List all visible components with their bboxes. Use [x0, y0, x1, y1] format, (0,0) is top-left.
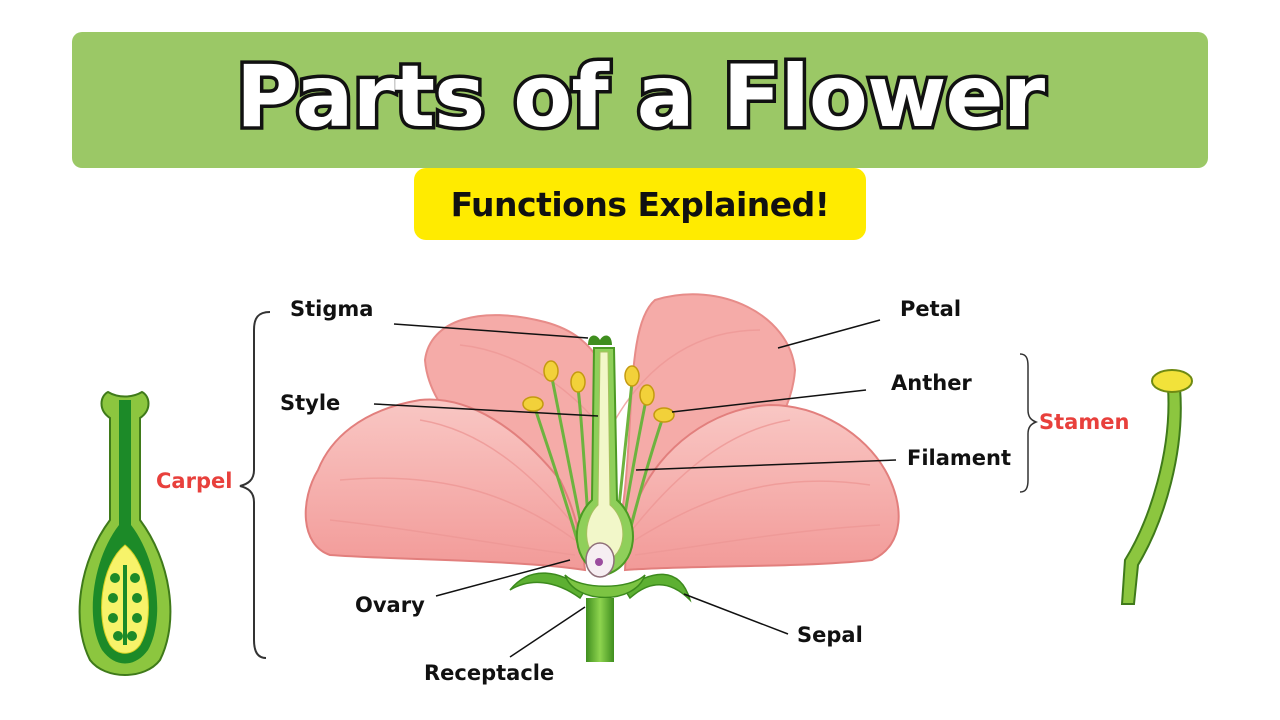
receptacle-leader — [509, 606, 586, 658]
petal-leader — [777, 319, 881, 349]
anthers — [522, 360, 675, 423]
style-leader — [373, 403, 599, 417]
filament-leader — [635, 459, 897, 471]
stamen-filament — [1120, 387, 1182, 605]
stamen-illustration — [1120, 369, 1193, 605]
carpel-illustration — [78, 390, 172, 676]
label-filament: Filament — [907, 446, 1011, 470]
label-receptacle: Receptacle — [424, 661, 554, 685]
group-label-carpel: Carpel — [156, 469, 232, 493]
label-ovary: Ovary — [355, 593, 425, 617]
anther — [522, 396, 544, 412]
ovule-nucleus — [595, 558, 603, 566]
label-sepal: Sepal — [797, 623, 863, 647]
anther — [570, 371, 586, 393]
receptacle — [564, 574, 646, 599]
leader-lines — [373, 319, 897, 658]
sepal-leader — [683, 593, 789, 635]
stamen-bracket — [1019, 353, 1039, 493]
ovary-leader — [435, 559, 571, 597]
filament — [533, 407, 582, 551]
pistil — [575, 335, 634, 578]
anther — [653, 407, 675, 423]
stamen-anther — [1151, 369, 1193, 393]
group-label-stamen: Stamen — [1039, 410, 1129, 434]
page-title: Parts of a Flower — [232, 47, 1048, 147]
anther — [639, 384, 655, 406]
stem — [586, 598, 614, 662]
label-anther: Anther — [891, 371, 972, 395]
label-style: Style — [280, 391, 340, 415]
stigma-tip — [588, 335, 612, 345]
anther — [624, 365, 640, 387]
anther-leader — [671, 389, 867, 413]
subtitle-badge: Functions Explained! — [414, 168, 866, 240]
label-stigma: Stigma — [290, 297, 373, 321]
carpel-bracket — [239, 311, 271, 659]
flower-base — [509, 572, 692, 662]
stigma-leader — [393, 323, 589, 339]
subtitle-text: Functions Explained! — [450, 184, 830, 224]
label-petal: Petal — [900, 297, 961, 321]
title-banner: Parts of a Flower — [72, 32, 1208, 168]
anther — [543, 360, 559, 382]
